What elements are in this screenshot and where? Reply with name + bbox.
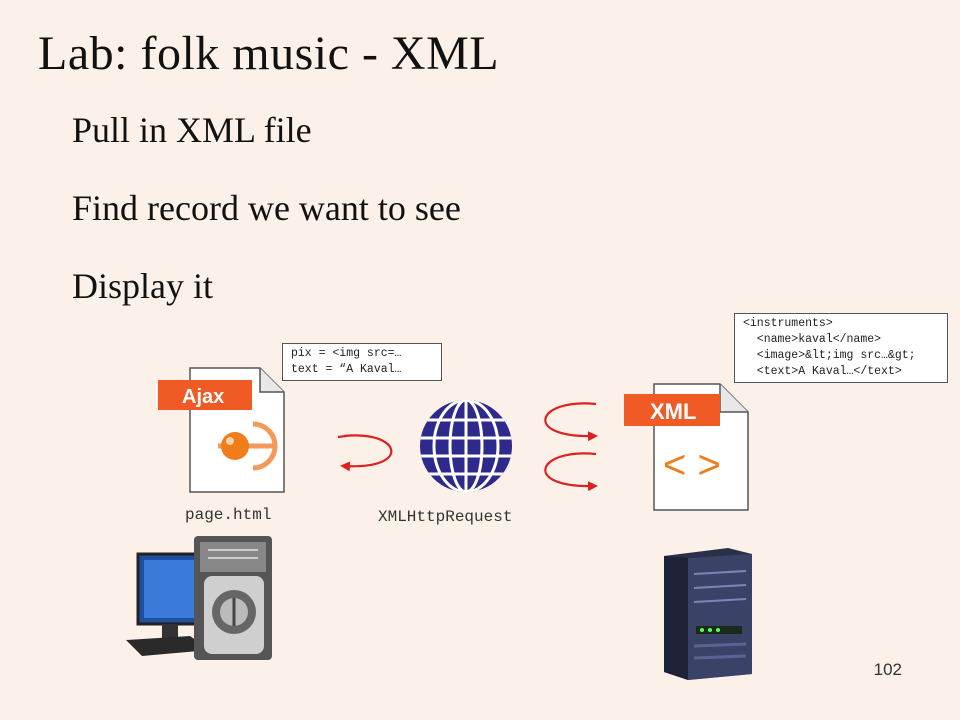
- response-arrow-bottom: [544, 452, 598, 492]
- xml-brackets-glyph: < >: [663, 443, 721, 487]
- curved-arrow-icon: [340, 434, 393, 472]
- xml-file-icon: XML < >: [624, 383, 749, 511]
- request-arrow-left: [337, 434, 393, 472]
- server-tower-icon: [664, 548, 752, 680]
- curved-arrow-icon: [544, 402, 598, 442]
- xml-snippet-line: <text>A Kaval…</text>: [743, 365, 902, 378]
- bullet-item: Pull in XML file: [72, 110, 312, 150]
- xml-snippet-line: <image>&lt;img src…&gt;: [743, 349, 916, 362]
- curved-arrow-icon: [544, 452, 598, 492]
- client-code-line: pix = <img src=…: [291, 347, 402, 360]
- page-html-label: page.html: [185, 506, 272, 524]
- ajax-file-icon: Ajax: [158, 367, 285, 493]
- xhr-label: XMLHttpRequest: [378, 508, 513, 526]
- xml-snippet-line: <instruments>: [743, 317, 833, 330]
- desktop-computer-icon: [126, 536, 272, 660]
- client-code-box: pix = <img src=… text = “A Kaval…: [282, 343, 442, 381]
- bullet-list: Pull in XML file Find record we want to …: [72, 112, 461, 346]
- xml-snippet-line: <name>kaval</name>: [743, 333, 882, 346]
- client-code-line: text = “A Kaval…: [291, 363, 402, 376]
- slide-title: Lab: folk music - XML: [38, 27, 500, 80]
- page-number: 102: [873, 660, 902, 679]
- bullet-item: Display it: [72, 266, 213, 306]
- bullet-item: Find record we want to see: [72, 188, 461, 228]
- response-arrow-top: [544, 402, 598, 442]
- xml-snippet-box: <instruments> <name>kaval</name> <image>…: [734, 313, 948, 383]
- globe-icon: [420, 400, 512, 492]
- ajax-badge-label: Ajax: [182, 386, 224, 408]
- xml-badge-label: XML: [650, 399, 696, 424]
